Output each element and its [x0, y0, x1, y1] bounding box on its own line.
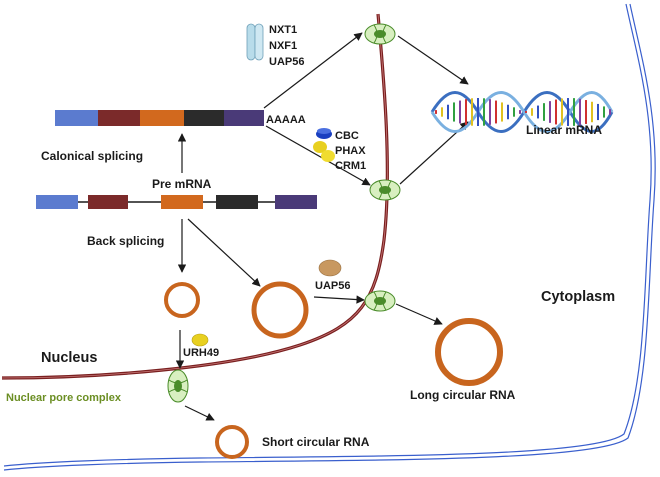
- helix-base-pairs: [435, 98, 611, 126]
- arrow-top-to-mrna: [397, 35, 469, 85]
- poly-a-tail: AAAAA: [266, 114, 306, 126]
- pre-exon-1: [36, 195, 78, 209]
- exon-3: [140, 110, 184, 126]
- factor-cbc: CBC: [335, 130, 359, 142]
- exon-4: [184, 110, 224, 126]
- arrow-long-circ-to-pore: [313, 295, 365, 304]
- factor-nxf1: NXF1: [269, 40, 297, 52]
- long-circ-rna-cytoplasm: [435, 318, 503, 386]
- cytoplasm-label: Cytoplasm: [541, 289, 615, 305]
- exon-2: [98, 110, 140, 126]
- long-circ-rna-nuclear: [251, 281, 309, 339]
- uap56-protein-icon: [318, 259, 342, 277]
- factor-nxt1: NXT1: [269, 24, 297, 36]
- arrow-back-long: [187, 218, 261, 287]
- back-splicing-label: Back splicing: [87, 234, 164, 248]
- nuclear-pore-complex-label: Nuclear pore complex: [6, 392, 122, 404]
- nucleus-label: Nucleus: [41, 350, 97, 366]
- nuclear-pore-bottom: [167, 369, 189, 403]
- pre-exon-5: [275, 195, 317, 209]
- pre-exon-3: [161, 195, 203, 209]
- nuclear-pore-top: [364, 23, 396, 45]
- exon-1: [55, 110, 98, 126]
- long-circular-rna-label: Long circular RNA: [410, 388, 516, 402]
- factor-urh49: URH49: [183, 347, 219, 359]
- pre-exon-2: [88, 195, 128, 209]
- arrow-to-middle-pore: [265, 125, 371, 186]
- factor-uap56-top: UAP56: [269, 56, 304, 68]
- canonical-splicing-label: Calonical splicing: [41, 149, 143, 163]
- urh49-protein-icon: [191, 333, 209, 347]
- cbc-phax-icon: [313, 128, 335, 162]
- arrow-pore-to-short-circ: [184, 405, 215, 421]
- short-circ-rna-nuclear: [164, 282, 200, 318]
- nxt-tube-icon: [246, 23, 264, 61]
- factor-uap56-circ: UAP56: [315, 280, 350, 292]
- pre-mrna: [36, 195, 317, 209]
- factor-crm1: CRM1: [335, 160, 366, 172]
- arrow-pore-to-long-circ: [395, 303, 443, 325]
- nuclear-pore-lower: [364, 290, 396, 312]
- mature-mrna: [55, 110, 264, 126]
- nuclear-pore-middle: [369, 179, 401, 201]
- cell-membrane-outline: [3, 3, 656, 471]
- pre-exon-4: [216, 195, 258, 209]
- linear-mrna-helix: [430, 91, 614, 133]
- linear-mrna-label: Linear mRNA: [526, 123, 602, 137]
- short-circular-rna-label: Short circular RNA: [262, 435, 370, 449]
- arrow-to-top-pore: [263, 32, 363, 109]
- nuclear-membrane: [1, 13, 389, 380]
- exon-5: [224, 110, 264, 126]
- short-circ-rna-cytoplasm: [215, 425, 249, 459]
- factor-phax: PHAX: [335, 145, 366, 157]
- pre-mrna-label: Pre mRNA: [152, 177, 212, 191]
